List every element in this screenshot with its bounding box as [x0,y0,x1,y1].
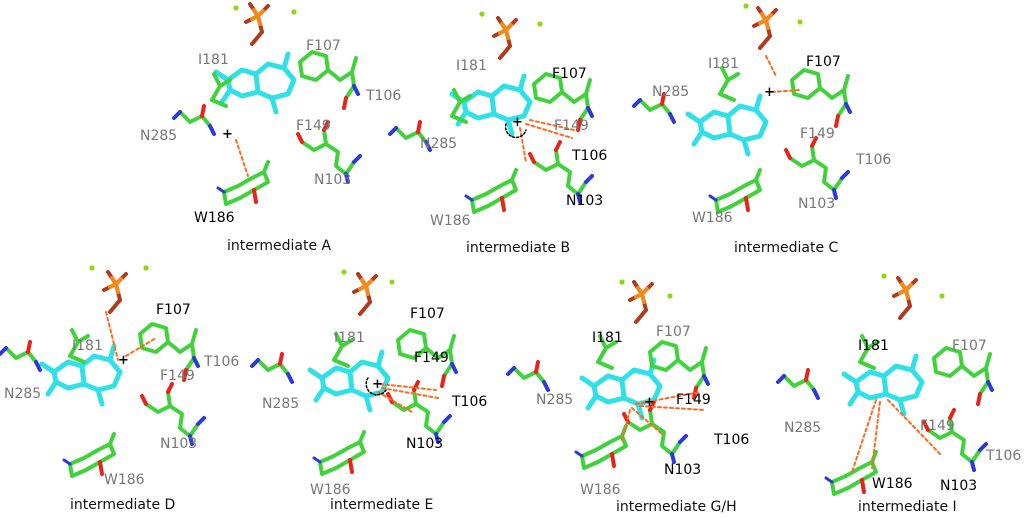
label-n103-e: N103 [406,436,443,452]
caption-c: intermediate C [734,240,839,256]
label-f107-c: F107 [806,54,841,70]
caption-i: intermediate I [858,499,957,515]
caption-a: intermediate A [227,238,332,254]
label-t106-c: T106 [855,152,891,168]
panel-intermediate-i: I181 F107 N285 F149 T106 W186 N103 inter… [776,273,1021,515]
label-w186-b: W186 [430,213,471,229]
caption-e: intermediate E [330,497,433,513]
charge-c: + [764,85,775,100]
label-n285-d: N285 [4,386,41,402]
label-n285-i: N285 [784,420,821,436]
label-f107-b: F107 [552,66,587,82]
label-f107-a: F107 [306,38,341,54]
label-i181-c: I181 [708,56,739,72]
panel-intermediate-e: + I181 F107 F149 N285 T106 N103 W186 int… [250,269,487,513]
panel-intermediate-a: + I181 F107 T106 N285 F149 N103 W186 int… [140,2,401,254]
label-f149-b: F149 [554,118,589,134]
label-f149-i: F149 [920,418,955,434]
caption-b: intermediate B [466,240,570,256]
charge-gh: + [644,395,655,410]
label-n285-e: N285 [262,396,299,412]
label-i181-i: I181 [858,338,889,354]
label-i181-gh: I181 [592,330,623,346]
charge-d: + [118,353,129,368]
label-t106-gh: T106 [713,432,749,448]
label-n103-a: N103 [314,172,351,188]
label-n103-b: N103 [566,193,603,209]
label-f107-e: F107 [410,306,445,322]
label-n103-c: N103 [798,196,835,212]
caption-gh: intermediate G/H [616,499,737,515]
label-t106-d: T106 [203,354,239,370]
label-w186-c: W186 [692,210,733,226]
caption-d: intermediate D [70,497,175,513]
label-n285-b: N285 [420,136,457,152]
panel-intermediate-gh: + I181 F107 N285 F149 T106 N103 W186 int… [506,279,749,515]
label-n285-gh: N285 [536,392,573,408]
label-t106-i: T106 [985,448,1021,464]
label-n103-gh: N103 [664,462,701,478]
label-f149-gh: F149 [676,392,711,408]
label-f107-d: F107 [156,302,191,318]
label-t106-b: T106 [571,148,607,164]
charge-e: + [372,377,383,392]
label-i181-a: I181 [198,52,229,68]
label-n285-a: N285 [140,128,177,144]
label-w186-e: W186 [310,482,351,498]
charge-a: + [222,127,233,142]
label-n285-c: N285 [652,84,689,100]
panel-intermediate-b: + I181 F107 N285 F149 T106 N103 W186 int… [388,11,607,256]
label-f149-a: F149 [296,118,331,134]
label-w186-d: W186 [104,472,145,488]
label-f107-i: F107 [952,338,987,354]
label-f107-gh: F107 [656,324,691,340]
label-w186-i: W186 [872,476,913,492]
label-t106-a: T106 [365,88,401,104]
label-i181-e: I181 [334,330,365,346]
label-n103-d: N103 [160,436,197,452]
label-i181-d: I181 [72,338,103,354]
label-i181-b: I181 [456,58,487,74]
charge-b: + [512,115,523,130]
label-n103-i: N103 [940,478,977,494]
panel-intermediate-d: + I181 F107 N285 T106 F149 N103 W186 int… [0,265,239,513]
label-w186-a: W186 [194,210,235,226]
label-t106-e: T106 [451,394,487,410]
label-w186-gh: W186 [580,482,621,498]
label-f149-d: F149 [160,368,195,384]
label-f149-c: F149 [800,126,835,142]
panel-intermediate-c: + I181 F107 N285 F149 T106 N103 W186 int… [632,3,891,256]
label-f149-e: F149 [414,350,449,366]
